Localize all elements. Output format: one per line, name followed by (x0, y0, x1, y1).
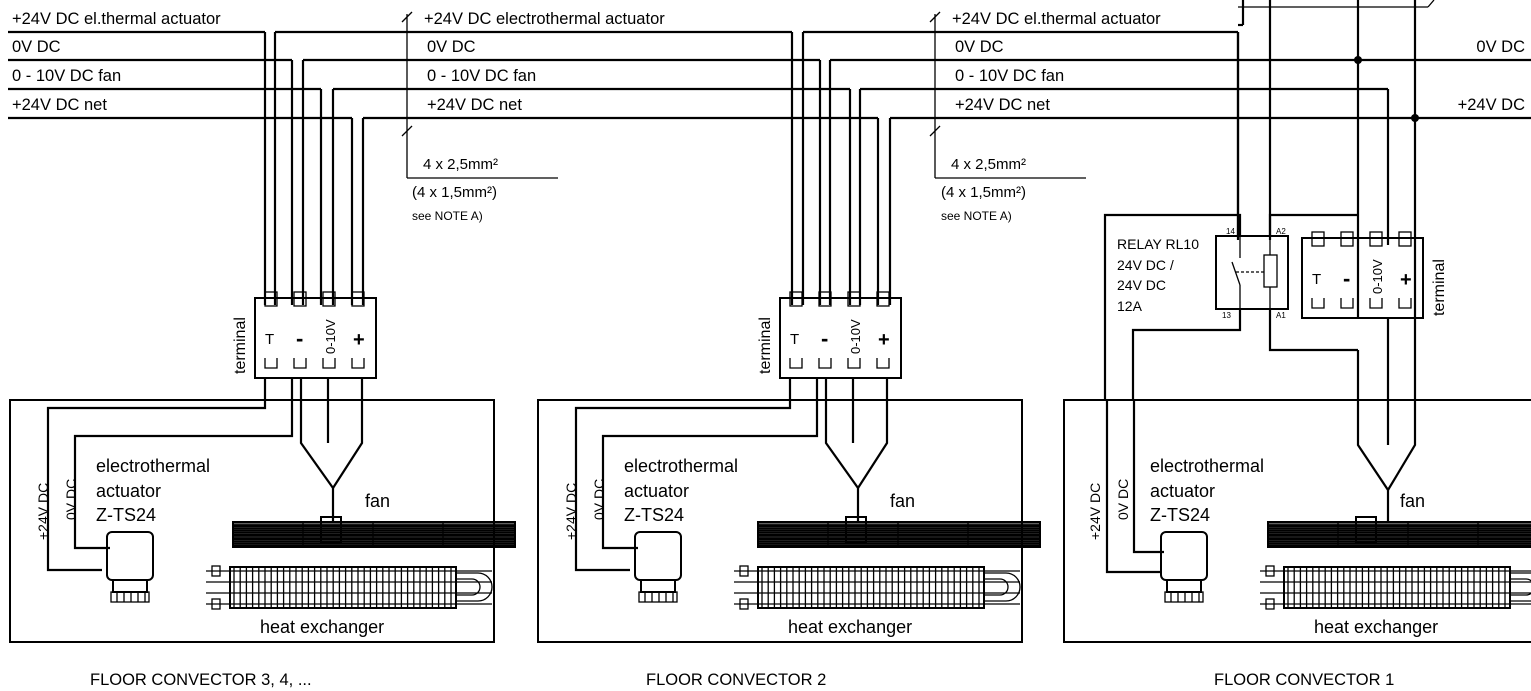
terminal-pin-plus: + (353, 329, 365, 351)
wire-label-plus: +24V DC (563, 483, 579, 540)
actuator-label-3: Z-TS24 (624, 505, 684, 525)
bus-label-zero-middle: 0V DC (427, 38, 476, 56)
convector-title: FLOOR CONVECTOR 2 (646, 671, 826, 689)
fan-label: fan (890, 491, 915, 511)
relay-rl10: RELAY RL10 24V DC / 24V DC 12A 14 13 A2 … (1103, 23, 1358, 400)
bus-label-actuator-right: +24V DC el.thermal actuator (952, 10, 1161, 28)
relay-pin-14: 14 (1226, 227, 1235, 236)
heat-exchanger-icon (1260, 565, 1531, 610)
heat-exchanger-label: heat exchanger (1314, 617, 1438, 637)
heat-exchanger-label: heat exchanger (260, 617, 384, 637)
convector-body-2: FLOOR CONVECTOR 2 T - 0-10V + terminal +24V DC… (537, 291, 1041, 689)
svg-text:4 x 2,5mm²: 4 x 2,5mm² (951, 156, 1026, 173)
actuator-label-2: actuator (624, 481, 689, 501)
convector-body-3: FLOOR CONVECTOR 1 T - 0-10V + terminal +24V DC… (1063, 231, 1531, 689)
relay-pin-13: 13 (1222, 311, 1231, 320)
terminal-block: T - 0-10V + terminal (757, 291, 902, 379)
svg-text:4 x 2,5mm²: 4 x 2,5mm² (423, 156, 498, 173)
heat-exchanger-icon (206, 565, 493, 610)
terminal-pin-0-10v: 0-10V (1370, 259, 1385, 294)
actuator-label-3: Z-TS24 (1150, 505, 1210, 525)
relay-line-4: 12A (1117, 298, 1143, 314)
electrothermal-actuator-icon (1160, 531, 1208, 603)
bus-label-net-middle: +24V DC net (427, 96, 522, 114)
internal-wiring (1105, 245, 1417, 574)
wire-label-zero: 0V DC (591, 479, 607, 520)
bus-label-zero-right: 0V DC (955, 38, 1004, 56)
cable-annotation-2: 4 x 2,5mm² (4 x 1,5mm²) see NOTE A) (941, 156, 1026, 223)
bus-label-net-right: +24V DC net (955, 96, 1050, 114)
terminal-pin-plus: + (878, 329, 890, 351)
actuator-label-2: actuator (96, 481, 161, 501)
svg-text:(4 x 1,5mm²): (4 x 1,5mm²) (412, 184, 497, 201)
heat-exchanger-label: heat exchanger (788, 617, 912, 637)
actuator-label-2: actuator (1150, 481, 1215, 501)
bus-label-zero-left: 0V DC (12, 38, 61, 56)
bus-lines (8, 11, 1531, 179)
terminal-label: terminal (1431, 259, 1448, 316)
fan-label: fan (365, 491, 390, 511)
actuator-label-1: electrothermal (1150, 456, 1264, 476)
convector-body-1: FLOOR CONVECTOR 3, 4, ... T - 0-10V + termina… (9, 291, 516, 689)
electrothermal-actuator-icon (106, 531, 154, 603)
actuator-label-3: Z-TS24 (96, 505, 156, 525)
floor-convector-2 (790, 32, 892, 305)
heat-exchanger-icon (734, 565, 1021, 610)
terminal-label: terminal (757, 317, 774, 374)
relay-line-3: 24V DC (1117, 277, 1166, 293)
relay-pin-a2: A2 (1276, 227, 1286, 236)
wire-label-zero: 0V DC (1115, 479, 1131, 520)
terminal-label: terminal (232, 317, 249, 374)
supply-plus-label: +24V DC (1458, 96, 1525, 114)
convector-title: FLOOR CONVECTOR 1 (1214, 671, 1394, 689)
fan-label: fan (1400, 491, 1425, 511)
terminal-pin-t: T (265, 331, 274, 348)
terminal-pin-minus: - (1343, 266, 1350, 291)
relay-line-2: 24V DC / (1117, 257, 1174, 273)
fan-icon (1267, 516, 1531, 548)
terminal-pin-t: T (1312, 271, 1321, 288)
bus-label-fan-left: 0 - 10V DC fan (12, 67, 121, 85)
actuator-label-1: electrothermal (96, 456, 210, 476)
bus-label-fan-middle: 0 - 10V DC fan (427, 67, 536, 85)
wire-label-zero: 0V DC (63, 479, 79, 520)
cable-annotation-1: 4 x 2,5mm² (4 x 1,5mm²) see NOTE A) (412, 156, 498, 223)
svg-text:see NOTE A): see NOTE A) (412, 209, 483, 223)
supply-feed-wires (1238, 0, 1435, 245)
terminal-pin-0-10v: 0-10V (323, 319, 338, 354)
fan-icon (232, 516, 516, 548)
internal-wiring (46, 378, 364, 572)
electrothermal-actuator-icon (634, 531, 682, 603)
bus-label-fan-right: 0 - 10V DC fan (955, 67, 1064, 85)
supply-zero-label: 0V DC (1476, 38, 1525, 56)
svg-text:see NOTE A): see NOTE A) (941, 209, 1012, 223)
terminal-pin-plus: + (1400, 269, 1412, 291)
terminal-block: T - 0-10V + terminal (232, 291, 377, 379)
terminal-pin-minus: - (296, 326, 303, 351)
convector-title: FLOOR CONVECTOR 3, 4, ... (90, 671, 312, 689)
wire-label-plus: +24V DC (35, 483, 51, 540)
terminal-pin-t: T (790, 331, 799, 348)
floor-convector-3 (263, 32, 365, 305)
relay-line-1: RELAY RL10 (1117, 236, 1199, 252)
internal-wiring (574, 378, 889, 572)
actuator-label-1: electrothermal (624, 456, 738, 476)
fan-icon (757, 516, 1041, 548)
wire-label-plus: +24V DC (1087, 483, 1103, 540)
relay-pin-a1: A1 (1276, 311, 1286, 320)
bus-label-net-left: +24V DC net (12, 96, 107, 114)
terminal-pin-0-10v: 0-10V (848, 319, 863, 354)
svg-text:(4 x 1,5mm²): (4 x 1,5mm²) (941, 184, 1026, 201)
bus-label-actuator-middle: +24V DC electrothermal actuator (424, 10, 665, 28)
bus-label-actuator-left: +24V DC el.thermal actuator (12, 10, 221, 28)
terminal-pin-minus: - (821, 326, 828, 351)
floor-convector-1 (1236, 32, 1390, 245)
terminal-block: T - 0-10V + terminal (1301, 231, 1448, 319)
